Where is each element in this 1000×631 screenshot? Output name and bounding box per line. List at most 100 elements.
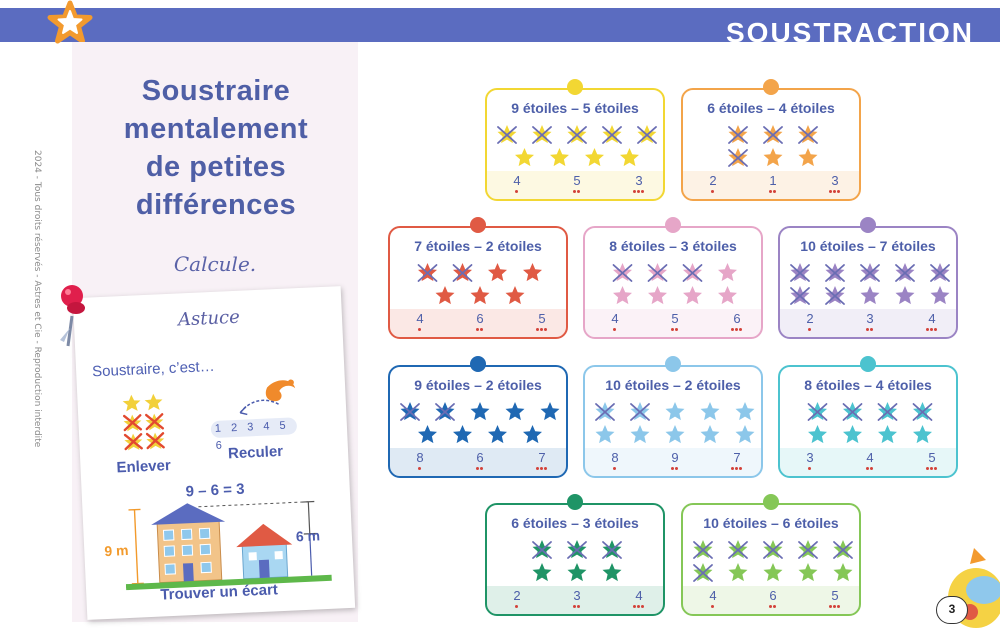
cross-mark-icon (682, 264, 703, 282)
cross-mark-icon (417, 264, 438, 282)
star-icon (808, 425, 827, 444)
tip-card: Astuce Soustraire, c’est… Enlever 1 2 (72, 286, 356, 620)
answer-options: 8 9 7 (585, 448, 761, 476)
option-dots (573, 190, 581, 194)
answer-option[interactable]: 4 (635, 588, 643, 603)
star-icon (735, 425, 755, 444)
answer-option[interactable]: 5 (831, 588, 839, 603)
cross-mark-icon (567, 126, 587, 144)
option-dots (731, 467, 743, 471)
answer-option[interactable]: 6 (476, 311, 484, 326)
star-icon (567, 563, 587, 582)
cross-mark-icon (435, 403, 455, 421)
answer-option[interactable]: 5 (538, 311, 546, 326)
option-dots (926, 328, 938, 332)
star-icon (550, 148, 569, 167)
answer-option[interactable]: 4 (928, 311, 936, 326)
card-color-dot (763, 494, 779, 510)
answer-option[interactable]: 5 (573, 173, 581, 188)
stars-group (790, 263, 950, 305)
option-dots (808, 328, 812, 332)
option-dots (418, 328, 422, 332)
answer-option[interactable]: 6 (476, 450, 484, 465)
answer-option[interactable]: 6 (769, 588, 777, 603)
card-color-dot (860, 356, 876, 372)
option-dots (711, 190, 715, 194)
stars-group (532, 540, 622, 582)
number-line: 1 2 3 4 5 6 (210, 417, 298, 452)
answer-option[interactable]: 4 (416, 311, 424, 326)
back-label: Reculer (227, 442, 284, 463)
option-dots (711, 605, 715, 609)
star-icon (595, 425, 615, 444)
card-title: 10 étoiles – 6 étoiles (703, 515, 839, 531)
option-dots (515, 190, 519, 194)
answer-option[interactable]: 2 (513, 588, 521, 603)
answer-option[interactable]: 8 (611, 450, 619, 465)
cross-mark-icon (798, 126, 818, 144)
cross-mark-icon (693, 564, 713, 582)
cross-mark-icon (602, 126, 622, 144)
star-icon (718, 286, 737, 305)
cross-mark-icon (842, 403, 863, 421)
answer-option[interactable]: 6 (733, 311, 741, 326)
star-icon (895, 286, 915, 305)
cross-mark-icon (790, 287, 810, 305)
card-title: 8 étoiles – 3 étoiles (609, 238, 737, 254)
star-icon (620, 148, 639, 167)
star-icon (913, 425, 932, 444)
cross-mark-icon (912, 403, 933, 421)
answer-option[interactable]: 2 (709, 173, 717, 188)
exercise-card: 10 étoiles – 6 étoiles 4 6 5 (681, 503, 861, 616)
option-dots (808, 467, 812, 471)
card-title: 10 étoiles – 7 étoiles (800, 238, 936, 254)
answer-option[interactable]: 5 (928, 450, 936, 465)
card-title: 10 étoiles – 2 étoiles (605, 377, 741, 393)
answer-option[interactable]: 3 (573, 588, 581, 603)
answer-option[interactable]: 3 (866, 311, 874, 326)
cross-mark-icon (807, 403, 828, 421)
answer-options: 2 3 4 (780, 309, 956, 337)
cross-mark-icon (693, 541, 713, 559)
card-color-dot (470, 217, 486, 233)
answer-option[interactable]: 4 (611, 311, 619, 326)
answer-option[interactable]: 7 (538, 450, 546, 465)
answer-options: 4 5 6 (585, 309, 761, 337)
card-color-dot (567, 494, 583, 510)
star-icon (602, 563, 622, 582)
page-number: 3 (936, 596, 968, 624)
answer-options: 8 6 7 (390, 448, 566, 476)
star-icon (540, 402, 560, 421)
answer-option[interactable]: 7 (733, 450, 741, 465)
answer-option[interactable]: 9 (671, 450, 679, 465)
cross-mark-icon (763, 126, 783, 144)
star-icon (630, 425, 650, 444)
star-icon (763, 563, 783, 582)
copyright-note: 2024 - Tous droits réservés - Astres et … (32, 150, 42, 448)
option-dots (418, 467, 422, 471)
answer-option[interactable]: 5 (671, 311, 679, 326)
cross-mark-icon (602, 541, 622, 559)
tip-title: Astuce (177, 306, 241, 331)
answer-option[interactable]: 4 (513, 173, 521, 188)
option-dots (671, 467, 679, 471)
option-dots (829, 605, 841, 609)
answer-option[interactable]: 1 (769, 173, 777, 188)
card-color-dot (470, 356, 486, 372)
star-icon (665, 425, 685, 444)
answer-option[interactable]: 3 (831, 173, 839, 188)
stars-group (595, 402, 755, 444)
answer-option[interactable]: 8 (416, 450, 424, 465)
answer-option[interactable]: 4 (866, 450, 874, 465)
answer-option[interactable]: 4 (709, 588, 717, 603)
answer-option[interactable]: 2 (806, 311, 814, 326)
option-dots (731, 328, 743, 332)
stars-group (693, 540, 853, 582)
option-dots (476, 467, 484, 471)
answer-option[interactable]: 3 (635, 173, 643, 188)
answer-option[interactable]: 3 (806, 450, 814, 465)
cross-mark-icon (532, 126, 552, 144)
cross-mark-icon (567, 541, 587, 559)
